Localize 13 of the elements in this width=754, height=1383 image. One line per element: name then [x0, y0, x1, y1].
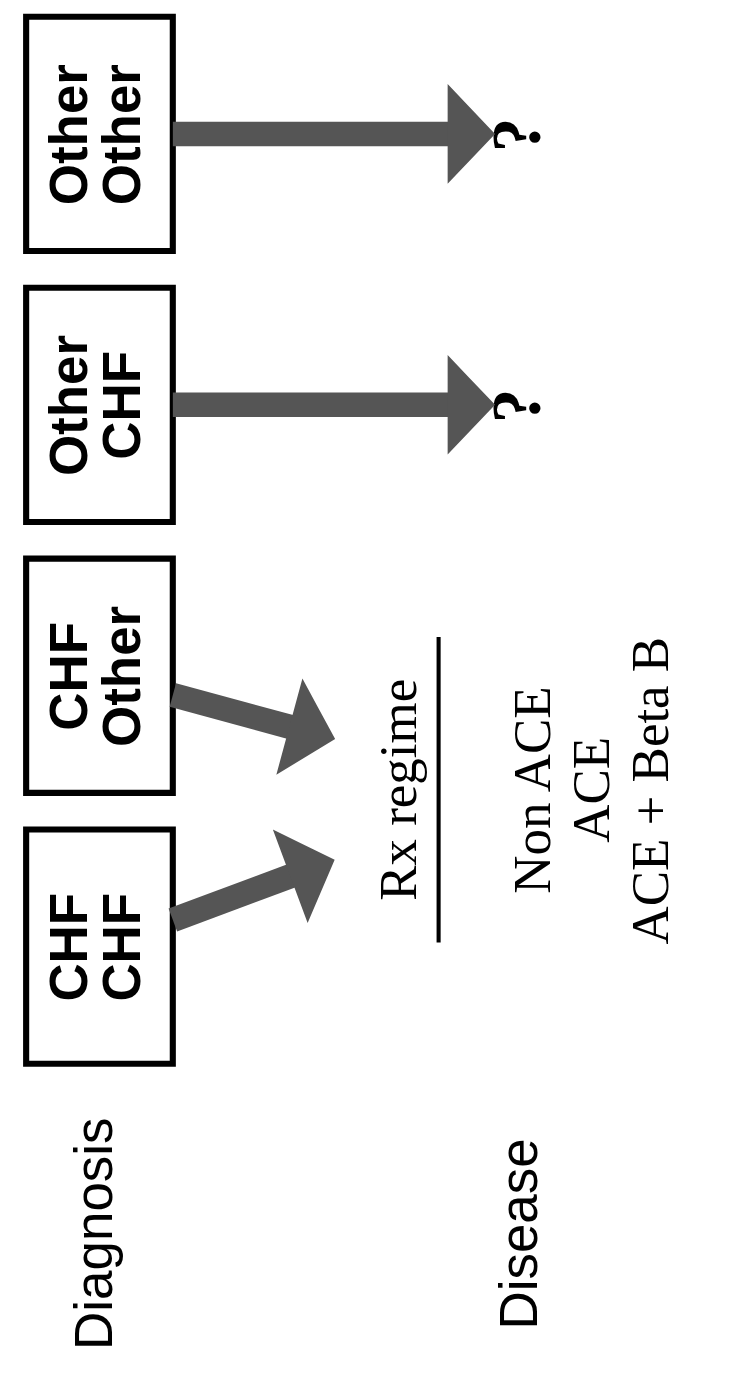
label: Disease [488, 1138, 548, 1330]
node-text: ? [477, 388, 555, 424]
node-box: CHF Other [22, 555, 176, 796]
node-box: Other CHF [22, 284, 176, 525]
node-box: CHF CHF [22, 826, 176, 1067]
arrow [172, 84, 495, 184]
node-text: ? [477, 117, 555, 153]
node-box: Other Other [22, 13, 176, 255]
label: Diagnosis [63, 1117, 123, 1350]
arrow [168, 829, 335, 932]
node-text: Rx regime Non ACE ACE ACE + Beta B [368, 636, 679, 945]
arrow [169, 678, 335, 775]
arrow [172, 355, 495, 455]
